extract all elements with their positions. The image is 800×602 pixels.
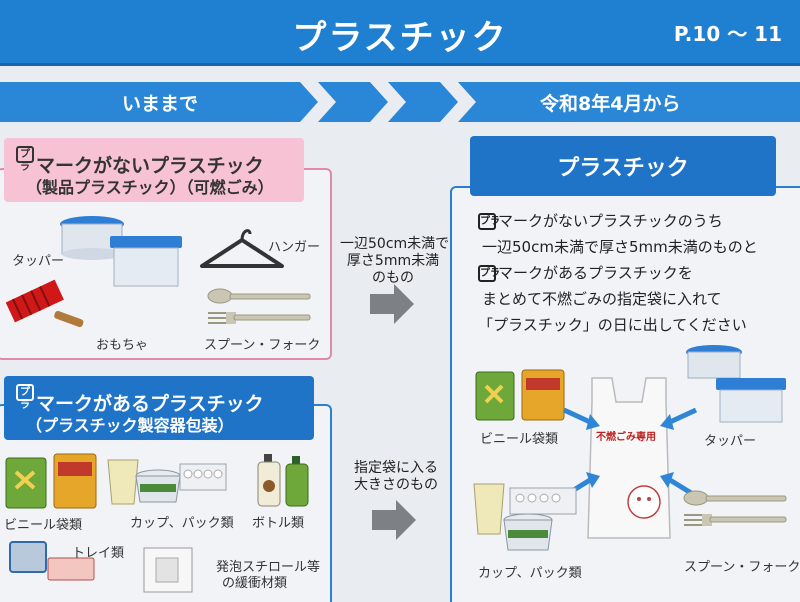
right-item-cups-packs: カップ、パック類 xyxy=(478,562,582,581)
pura-mark-icon: プラ xyxy=(478,213,496,230)
rule-line-4: まとめて不燃ごみの指定袋に入れて xyxy=(482,288,722,309)
item-tupperware: タッパー xyxy=(12,250,64,269)
item-trays: トレイ類 xyxy=(72,542,124,561)
pura-mark-icon: プラ xyxy=(478,265,496,282)
pointer-arrows xyxy=(560,400,700,510)
mark-plastic-heading: プラマークがあるプラスチック （プラスチック製容器包装） xyxy=(4,376,314,440)
cups-packs-icon xyxy=(104,454,228,510)
arrow-right-icon xyxy=(370,284,414,324)
page-header: プラスチック P.10 ～ 11 xyxy=(0,0,800,66)
toy-icon xyxy=(6,276,88,342)
bag-condition-note: 指定袋に入る 大きさのもの xyxy=(346,460,446,494)
item-cups-packs: カップ、パック類 xyxy=(130,512,234,531)
item-toy: おもちゃ xyxy=(96,334,148,353)
item-styrofoam-2: の緩衝材類 xyxy=(222,572,287,591)
after-label: 令和8年4月から xyxy=(540,89,680,116)
new-rule-heading: プラスチック xyxy=(470,136,776,196)
pura-mark-icon: プラ xyxy=(16,384,34,401)
rule-line-5: 「プラスチック」の日に出してください xyxy=(478,314,747,335)
right-item-bags: ビニール袋類 xyxy=(480,428,558,447)
rule-line-3: プラマークがあるプラスチックを xyxy=(478,262,693,283)
bottles-icon xyxy=(254,452,314,508)
plastic-bags-icon xyxy=(4,452,100,512)
spoon-fork-icon xyxy=(204,286,314,330)
right-item-spoon-fork: スプーン・フォーク xyxy=(684,556,800,575)
spoon-fork-icon xyxy=(680,488,790,534)
page-range: P.10 ～ 11 xyxy=(674,18,782,47)
item-hanger: ハンガー xyxy=(268,236,320,255)
rule-line-2: 一辺50cm未満で厚さ5mm未満のものと xyxy=(482,236,758,257)
arrow-right-icon xyxy=(372,500,416,540)
pura-mark-icon: プラ xyxy=(16,146,34,163)
item-spoon-fork: スプーン・フォーク xyxy=(204,334,320,353)
cups-packs-icon xyxy=(470,478,580,556)
item-bottles: ボトル類 xyxy=(252,512,304,531)
plastic-bags-icon xyxy=(474,368,570,424)
size-condition-note: 一辺50cm未満で 厚さ5mm未満 のもの xyxy=(340,236,446,287)
non-mark-plastic-heading: プラマークがないプラスチック （製品プラスチック）（可燃ごみ） xyxy=(4,138,304,202)
item-bags: ビニール袋類 xyxy=(4,514,82,533)
right-item-tupperware: タッパー xyxy=(704,430,756,449)
rule-line-1: プラマークがないプラスチックのうち xyxy=(478,210,723,231)
styrofoam-icon xyxy=(140,540,196,596)
before-label: いままで xyxy=(122,89,198,116)
